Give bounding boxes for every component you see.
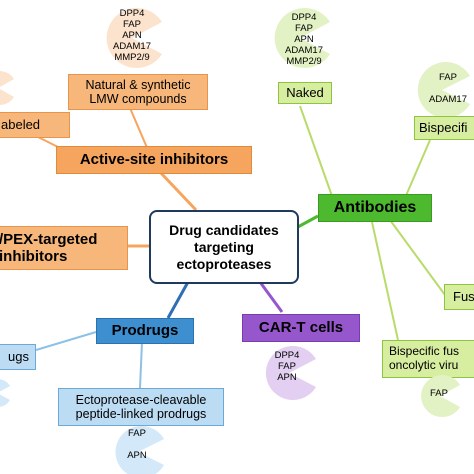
pacman-protease-icon [274, 7, 330, 68]
link-antibodies-fus [389, 219, 446, 296]
lmw-line-1: Natural & synthetic [85, 77, 191, 92]
bispecific-protease-2: ADAM17 [428, 94, 467, 105]
lmw-protease-5: MMP2/9 [114, 52, 150, 63]
naked-node[interactable]: Naked [278, 82, 332, 104]
pacman-protease-icon [0, 379, 10, 407]
link-prodrugs-peptide [139, 341, 143, 389]
bispecific-protease-list: FAP ADAM17 [424, 72, 472, 105]
car-t-protease-2: FAP [278, 361, 296, 372]
link-center-active-site [158, 170, 198, 212]
bispecific-fusion-protease-list: FAP [424, 388, 454, 399]
center-node[interactable]: Drug candidates targeting ectoproteases [149, 210, 299, 284]
lmw-protease-2: FAP [123, 19, 141, 30]
car-t-protease-list: DPP4 FAP APN [270, 350, 304, 383]
fus-label: Fus [453, 288, 474, 304]
naked-label: Naked [286, 84, 324, 100]
naked-protease-list: DPP4 FAP APN ADAM17 MMP2/9 [282, 12, 326, 67]
lmw-compounds-node[interactable]: Natural & synthetic LMW compounds [68, 74, 208, 110]
center-line-3: ectoproteases [176, 255, 272, 272]
link-active-site-lmw [129, 107, 149, 151]
pacman-protease-icon [265, 346, 316, 400]
peptide-protease-2: APN [127, 450, 147, 461]
peptide-line-1: Ectoprotease-cleavable [75, 392, 207, 407]
bispecific-label: Bispecifi [419, 119, 468, 135]
pex-line-1: /PEX-targeted [0, 230, 98, 248]
pacman-protease-icon [115, 426, 164, 474]
link-center-car-t [258, 281, 284, 313]
center-line-1: Drug candidates [169, 221, 279, 238]
naked-protease-3: APN [294, 34, 314, 45]
pex-line-2: inhibitors [0, 248, 68, 265]
link-antibodies-naked [299, 105, 333, 197]
car-t-protease-3: APN [277, 372, 297, 383]
naked-protease-1: DPP4 [291, 12, 317, 23]
prodrugs-node[interactable]: Prodrugs [96, 318, 194, 344]
car-t-label: CAR-T cells [258, 319, 344, 337]
bispecific-fusion-protease-1: FAP [430, 388, 448, 399]
pacman-protease-icon [421, 375, 460, 417]
link-center-antibodies [295, 214, 319, 230]
peptide-linked-prodrugs-node[interactable]: Ectoprotease-cleavable peptide-linked pr… [58, 388, 224, 426]
labeled-node[interactable]: abeled [0, 112, 70, 138]
pex-targeted-node[interactable]: /PEX-targeted inhibitors [0, 226, 128, 270]
lmw-protease-4: ADAM17 [112, 41, 151, 52]
active-site-label: Active-site inhibitors [79, 151, 229, 169]
peptide-protease-list: FAP APN [122, 428, 152, 461]
fus-node[interactable]: Fus [444, 284, 474, 310]
bispecific-node[interactable]: Bispecifi [414, 116, 474, 140]
ugs-label: ugs [8, 348, 29, 364]
car-t-protease-1: DPP4 [274, 350, 300, 361]
bispecific-fusion-line-1: Bispecific fus [389, 344, 460, 359]
naked-protease-2: FAP [295, 23, 313, 34]
peptide-line-2: peptide-linked prodrugs [75, 407, 207, 421]
antibodies-node[interactable]: Antibodies [318, 194, 432, 222]
ugs-node[interactable]: ugs [0, 344, 36, 370]
lmw-protease-list: DPP4 FAP APN ADAM17 MMP2/9 [110, 8, 154, 63]
peptide-protease-1: FAP [128, 428, 146, 439]
lmw-line-2: LMW compounds [89, 92, 187, 106]
pacman-protease-icon [0, 71, 14, 105]
bispecific-protease-1: FAP [439, 72, 457, 83]
car-t-cells-node[interactable]: CAR-T cells [242, 314, 360, 342]
peptide-protease-spacer [122, 439, 152, 450]
link-prodrugs-ugs [35, 331, 97, 351]
antibodies-label: Antibodies [333, 198, 417, 216]
bispecific-protease-spacer [424, 83, 472, 94]
pacman-protease-icon [417, 62, 470, 118]
naked-protease-5: MMP2/9 [286, 56, 322, 67]
bispecific-fusion-line-2: oncolytic viru [389, 358, 459, 372]
link-antibodies-bispecific [404, 139, 431, 199]
link-center-prodrugs [166, 281, 190, 319]
center-line-2: targeting [194, 238, 254, 255]
lmw-protease-3: APN [122, 30, 142, 41]
link-antibodies-bispecific-fusion [371, 221, 399, 341]
prodrugs-label: Prodrugs [111, 322, 179, 340]
naked-protease-4: ADAM17 [284, 45, 323, 56]
pacman-protease-icon [106, 7, 162, 68]
bispecific-fusion-node[interactable]: Bispecific fus oncolytic viru [382, 340, 474, 378]
active-site-inhibitors-node[interactable]: Active-site inhibitors [56, 146, 252, 174]
lmw-protease-1: DPP4 [119, 8, 145, 19]
labeled-label: abeled [1, 116, 41, 132]
